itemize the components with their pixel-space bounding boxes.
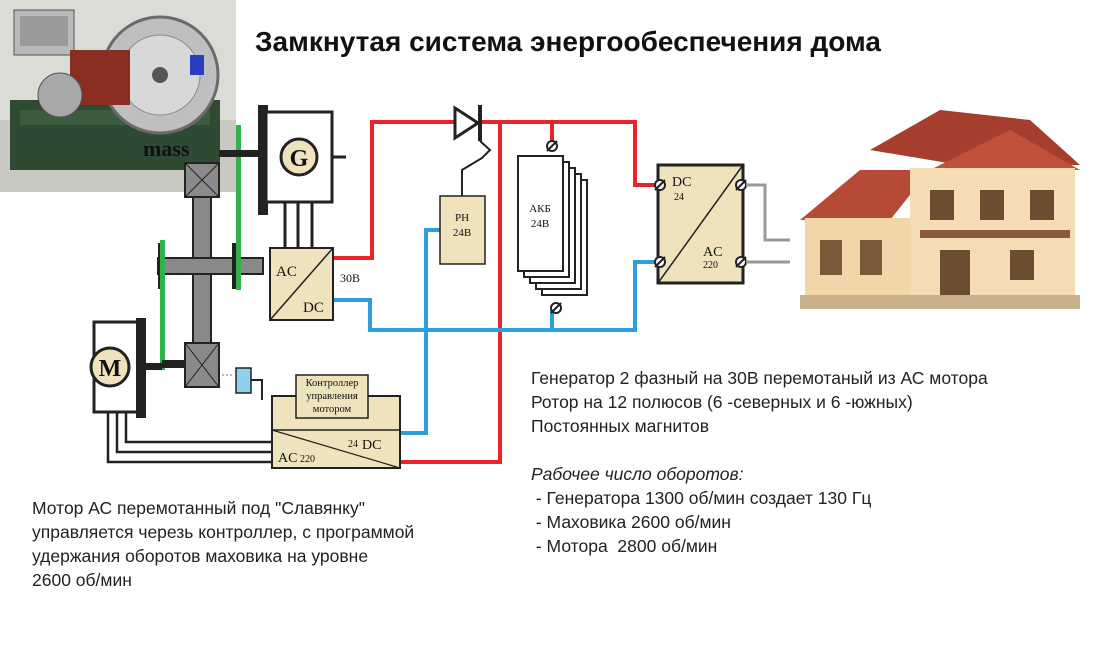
motor-note-line: Мотор АС перемотанный под "Славянку": [32, 498, 365, 518]
motor-note-line: удержания оборотов маховика на уровне: [32, 546, 369, 566]
diode-icon: [453, 105, 492, 196]
battery-line2: 24В: [531, 218, 549, 230]
battery-stack: [517, 155, 588, 296]
generator-icon: [279, 137, 319, 177]
note-line: Постоянных магнитов: [531, 416, 710, 436]
rpm-item: - Генератора 1300 об/мин создает 130 Гц: [531, 488, 872, 508]
generator-notes: Генератор 2 фазный на 30В перемотаный из…: [531, 366, 988, 558]
rpm-item: - Маховика 2600 об/мин: [531, 512, 731, 532]
upper-belt: [236, 125, 241, 290]
controller-label-box: [295, 374, 369, 419]
cross-shaft: [157, 257, 264, 275]
speed-sensor-icon: [222, 367, 263, 400]
converter1-voltage: 30В: [340, 271, 360, 285]
regulator-line2: 24В: [453, 227, 471, 239]
voltage-regulator: [439, 195, 486, 265]
house-image: [780, 90, 1098, 340]
mass-label: mass: [143, 136, 190, 161]
generator-label: G: [290, 146, 309, 172]
lower-belt: [160, 240, 165, 370]
positive-wiring: [333, 120, 658, 464]
converter2-dc: DC: [362, 438, 381, 453]
converter2-dc-voltage: 24: [348, 439, 358, 450]
page-title: Замкнутая система энергообеспечения дома: [255, 26, 881, 57]
battery-terminal-plus-icon: [546, 140, 558, 152]
motor-label: M: [99, 356, 122, 382]
inverter-ac: AC: [703, 245, 722, 260]
ac-output-wiring: [746, 183, 790, 264]
motor-power-wiring: [106, 412, 272, 464]
motor-icon: [89, 346, 131, 388]
controller-line1: Контроллер: [306, 378, 359, 389]
inverter-dc: DC: [672, 175, 691, 190]
battery-line1: АКБ: [529, 203, 551, 215]
rpm-title: Рабочее число оборотов:: [531, 464, 744, 484]
note-line: Генератор 2 фазный на 30В перемотаный из…: [531, 368, 988, 388]
house-drawing: [780, 90, 1098, 340]
inverter-ac-voltage: 220: [703, 260, 718, 271]
converter2-ac: AC: [278, 451, 297, 466]
controller-line3: мотором: [313, 404, 352, 415]
inverter-terminals: [654, 179, 747, 268]
inverter-dc-voltage: 24: [674, 192, 684, 203]
flywheel-photo-drawing: [0, 0, 236, 192]
converter1-dc: DC: [303, 300, 324, 316]
note-line: Ротор на 12 полюсов (6 -северных и 6 -юж…: [531, 392, 913, 412]
rpm-item: - Мотора 2800 об/мин: [531, 536, 718, 556]
converter2-ac-voltage: 220: [300, 454, 315, 465]
regulator-line1: РН: [455, 212, 469, 224]
controller-line2: управления: [306, 391, 358, 402]
converter1-ac: AC: [276, 264, 297, 280]
motor-note-line: управляется черезь контроллер, с програм…: [32, 522, 415, 542]
flywheel-photo: [0, 0, 236, 192]
motor-notes: Мотор АС перемотанный под "Славянку" упр…: [32, 496, 414, 592]
battery-terminal-minus-icon: [550, 302, 562, 314]
motor-note-line: 2600 об/мин: [32, 570, 132, 590]
